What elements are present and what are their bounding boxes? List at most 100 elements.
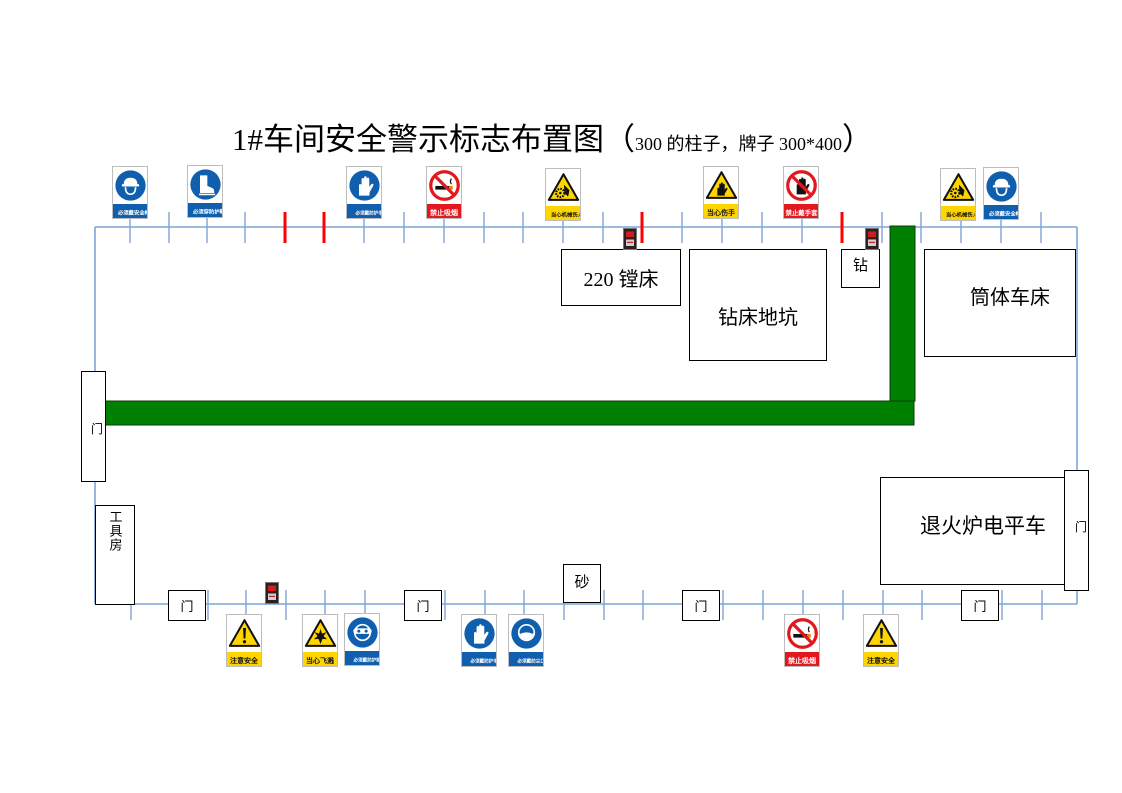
sign-band: 必须戴防尘口罩 — [509, 652, 543, 666]
sign-label: 禁止戴手套 — [785, 209, 818, 217]
sign-beware-machinery: 当心机械伤人 — [940, 168, 976, 221]
no-smoking-icon — [785, 615, 819, 652]
area-tool-room: 工具房 — [95, 505, 135, 605]
machine-injury-icon — [941, 169, 975, 206]
sign-caution: 注意安全 — [226, 614, 262, 667]
sign-beware-splash: 当心飞溅 — [302, 614, 338, 667]
sign-label: 当心飞溅 — [306, 657, 334, 665]
sign-band: 必须戴防护手套 — [462, 652, 496, 666]
door-bottom-4: 门 — [961, 590, 999, 621]
title-note: 300 的柱子，牌子 300*400 — [635, 134, 842, 154]
splash-icon — [303, 615, 337, 652]
sign-band: 禁止吸烟 — [785, 652, 819, 666]
sign-no-gloves: 禁止戴手套 — [783, 166, 819, 219]
area-label: 钻床地坑 — [718, 307, 798, 329]
door-label: 门 — [90, 421, 103, 436]
area-boring-machine: 220 镗床 — [561, 249, 681, 306]
fire-extinguisher-icon — [623, 228, 637, 250]
track-horizontal — [103, 400, 915, 426]
no-smoking-icon — [427, 167, 461, 204]
sign-no-smoking: 禁止吸烟 — [784, 614, 820, 667]
door-label: 门 — [416, 599, 430, 614]
sign-label: 禁止吸烟 — [430, 209, 458, 217]
sign-label: 必须戴防护眼镜 — [353, 657, 379, 663]
door-bottom-3: 门 — [682, 590, 720, 621]
title-close-paren: ） — [842, 122, 873, 157]
sign-no-smoking: 禁止吸烟 — [426, 166, 462, 219]
sign-wear-goggles: 必须戴防护眼镜 — [344, 613, 380, 666]
sign-label: 注意安全 — [230, 657, 258, 665]
sign-label: 注意安全 — [867, 657, 895, 665]
door-label: 门 — [973, 599, 987, 614]
sign-band: 必须戴防护眼镜 — [345, 651, 379, 665]
area-label: 钻 — [852, 258, 868, 274]
green-track — [103, 225, 916, 426]
sign-label: 必须戴防护手套 — [355, 210, 381, 216]
caution-icon — [864, 615, 898, 652]
sign-wear-gloves: 必须戴防护手套 — [346, 166, 382, 219]
area-sand: 砂 — [563, 564, 601, 603]
fire-extinguisher-icon — [865, 228, 879, 250]
sign-label: 必须戴防护手套 — [470, 658, 496, 664]
sign-label: 必须戴防尘口罩 — [517, 658, 543, 664]
area-label: 工具房 — [107, 510, 123, 552]
diagram-title: 1#车间安全警示标志布置图（300 的柱子，牌子 300*400） — [232, 119, 873, 165]
sign-label: 必须穿防护鞋 — [192, 208, 222, 216]
area-annealing-cart: 退火炉电平车 — [880, 477, 1070, 585]
sign-band: 必须穿防护鞋 — [188, 203, 222, 217]
title-main: 1#车间安全警示标志布置图 — [232, 122, 604, 157]
sign-band: 注意安全 — [227, 652, 261, 666]
sign-band: 必须戴安全帽 — [113, 204, 147, 218]
sign-band: 必须戴安全帽 — [984, 205, 1018, 219]
title-open-paren: （ — [604, 122, 635, 157]
helmet-icon — [113, 167, 147, 204]
sign-wear-helmet: 必须戴安全帽 — [983, 167, 1019, 220]
sign-caution: 注意安全 — [863, 614, 899, 667]
door-bottom-2: 门 — [404, 590, 442, 621]
safety-boot-icon — [188, 166, 222, 203]
helmet-icon — [984, 168, 1018, 205]
caution-icon — [227, 615, 261, 652]
goggles-icon — [345, 614, 379, 651]
sign-label: 必须戴安全帽 — [988, 210, 1018, 218]
sign-wear-gloves: 必须戴防护手套 — [461, 614, 497, 667]
sign-band: 当心机械伤人 — [941, 206, 975, 220]
sign-band: 当心伤手 — [704, 204, 738, 218]
machine-injury-icon — [546, 169, 580, 206]
sign-label: 当心机械伤人 — [550, 211, 580, 219]
no-gloves-icon — [784, 167, 818, 204]
hand-injury-icon — [704, 167, 738, 204]
sign-label: 禁止吸烟 — [788, 657, 816, 665]
door-label: 门 — [180, 599, 194, 614]
sign-label: 当心伤手 — [707, 209, 735, 217]
sign-beware-machinery: 当心机械伤人 — [545, 168, 581, 221]
glove-icon — [462, 615, 496, 652]
area-cylinder-lathe: 筒体车床 — [924, 249, 1076, 357]
sign-band: 注意安全 — [864, 652, 898, 666]
area-label: 筒体车床 — [970, 287, 1050, 309]
fire-extinguisher-icon — [265, 582, 279, 604]
door-right: 门 — [1064, 470, 1089, 591]
sign-wear-dust-mask: 必须戴防尘口罩 — [508, 614, 544, 667]
sign-beware-hand-injury: 当心伤手 — [703, 166, 739, 219]
area-drill-pit: 钻床地坑 — [689, 249, 827, 361]
track-vertical — [889, 225, 916, 402]
door-left: 门 — [81, 371, 106, 482]
dust-mask-icon — [509, 615, 543, 652]
sign-band: 禁止吸烟 — [427, 204, 461, 218]
door-bottom-1: 门 — [168, 590, 206, 621]
sign-band: 禁止戴手套 — [784, 204, 818, 218]
area-label: 220 镗床 — [583, 269, 659, 291]
sign-label: 当心机械伤人 — [945, 211, 975, 219]
sign-band: 当心机械伤人 — [546, 206, 580, 220]
area-drill: 钻 — [841, 249, 880, 288]
sign-wear-safety-boots: 必须穿防护鞋 — [187, 165, 223, 218]
door-label: 门 — [1074, 519, 1087, 534]
area-label: 退火炉电平车 — [920, 514, 1046, 538]
sign-band: 当心飞溅 — [303, 652, 337, 666]
sign-band: 必须戴防护手套 — [347, 204, 381, 218]
sign-label: 必须戴安全帽 — [117, 209, 147, 217]
glove-icon — [347, 167, 381, 204]
door-label: 门 — [694, 599, 708, 614]
